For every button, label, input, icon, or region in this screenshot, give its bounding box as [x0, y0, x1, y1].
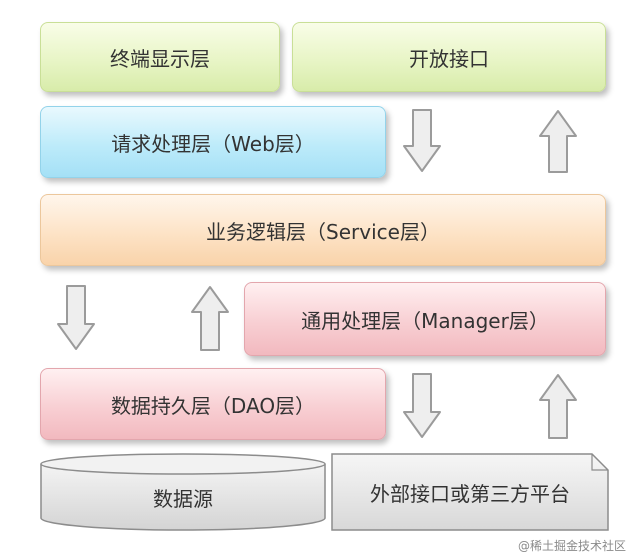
request-processing-layer: 请求处理层（Web层）: [40, 106, 386, 178]
business-logic-label: 业务逻辑层（Service层）: [206, 219, 440, 244]
common-processing-layer: 通用处理层（Manager层）: [244, 282, 606, 356]
external-interface-box: [331, 453, 609, 531]
business-logic-layer: 业务逻辑层（Service层）: [40, 194, 606, 266]
terminal-display-layer: 终端显示层: [40, 22, 280, 92]
database-cylinder-icon: [40, 453, 326, 531]
terminal-display-label: 终端显示层: [110, 46, 210, 71]
open-interface-label: 开放接口: [409, 46, 489, 71]
open-interface-layer: 开放接口: [292, 22, 606, 92]
data-source-label: 数据源: [153, 486, 213, 511]
external-interface-label: 外部接口或第三方平台: [370, 481, 570, 506]
watermark-text: @稀土掘金技术社区: [517, 539, 626, 553]
common-processing-label: 通用处理层（Manager层）: [301, 308, 549, 333]
down-arrow-icon: [403, 109, 441, 172]
up-arrow-icon: [539, 110, 577, 173]
request-processing-label: 请求处理层（Web层）: [111, 131, 315, 156]
data-persistence-label: 数据持久层（DAO层）: [110, 393, 316, 418]
up-arrow-icon: [539, 374, 577, 439]
down-arrow-icon: [403, 373, 441, 438]
data-persistence-layer: 数据持久层（DAO层）: [40, 368, 386, 440]
up-arrow-icon: [191, 286, 229, 351]
down-arrow-icon: [57, 285, 95, 350]
